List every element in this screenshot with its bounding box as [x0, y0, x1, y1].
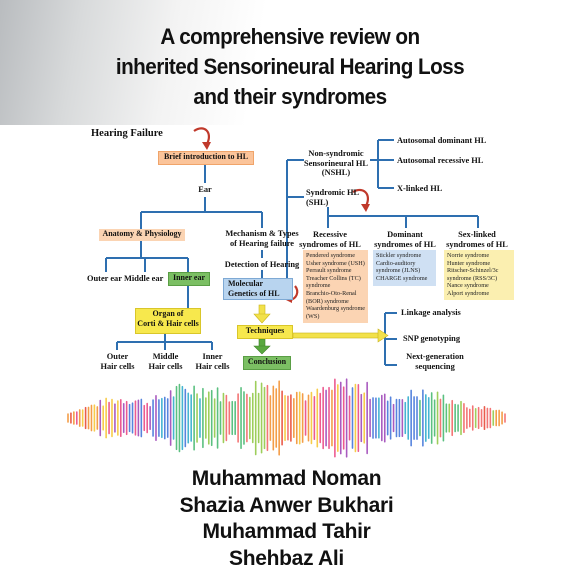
- mechanism-line-1: Mechanism & Types: [225, 229, 299, 238]
- middle-ear-label: Middle ear: [124, 274, 164, 283]
- book-title: A comprehensive review on inherited Sens…: [78, 22, 501, 112]
- list-item: (BOR) syndrome: [306, 297, 349, 305]
- molecular-line-2: Genetics of HL: [228, 289, 280, 298]
- nextgen-line-1: Next-generation: [406, 352, 464, 361]
- hearing-failure-heading: Hearing Failure: [91, 128, 163, 139]
- outer-hair-line-2: Hair cells: [100, 361, 135, 371]
- nshl-line-2: Sensorineural HL: [304, 158, 368, 168]
- list-item: Branchio-Oto-Renal: [306, 289, 357, 297]
- list-item: Waardenburg syndrome: [306, 305, 366, 313]
- linkage-analysis-label: Linkage analysis: [401, 308, 461, 317]
- dominant-line-1: Dominant: [387, 230, 423, 239]
- recessive-syndromes-list: Pendered syndrome Usher syndrome (USH) P…: [303, 250, 368, 323]
- author-list: Muhammad Noman Shazia Anwer Bukhari Muha…: [0, 466, 573, 572]
- dominant-line-2: syndromes of HL: [374, 239, 436, 249]
- dominant-syndromes-list: Stickler syndrome Cardio-auditory syndro…: [373, 250, 436, 286]
- shl-line-2: (SHL): [306, 197, 329, 207]
- detection-label: Detection of Hearing: [224, 260, 300, 269]
- sexlinked-line-1: Sex-linked: [458, 230, 496, 239]
- list-item: Treacher Collins (TC): [306, 274, 361, 282]
- shl-label: Syndromic HL (SHL): [306, 188, 359, 207]
- autosomal-dominant-label: Autosomal dominant HL: [397, 136, 487, 145]
- shl-line-1: Syndromic HL: [306, 188, 360, 197]
- outer-hair-line-1: Outer: [106, 352, 129, 361]
- techniques-box: Techniques: [237, 325, 293, 339]
- inner-hair-cells-label: Inner Hair cells: [190, 352, 235, 371]
- outer-ear-label: Outer ear: [87, 274, 122, 283]
- dominant-heading: Dominant syndromes of HL: [371, 230, 439, 249]
- cover-background-fade: [0, 0, 573, 125]
- list-item: syndrome: [306, 282, 331, 290]
- nextgen-line-2: sequencing: [415, 361, 455, 371]
- molecular-line-1: Molecular: [228, 279, 264, 288]
- sexlinked-heading: Sex-linked syndromes of HL: [441, 230, 513, 249]
- organ-line-1: Organ of: [152, 309, 184, 318]
- molecular-genetics-box: Molecular Genetics of HL: [223, 278, 293, 300]
- recessive-line-1: Recessive: [313, 230, 347, 239]
- sexlinked-line-2: syndromes of HL: [446, 239, 508, 249]
- ear-label: Ear: [198, 185, 212, 194]
- mechanism-label: Mechanism & Types of Hearing failure: [215, 229, 309, 248]
- inner-hair-line-1: Inner: [202, 352, 223, 361]
- nshl-line-3: (NSHL): [321, 168, 351, 177]
- list-item: CHARGE syndrome: [376, 274, 428, 282]
- list-item: Hunter syndrome: [447, 259, 491, 267]
- nshl-line-1: Non-syndromic: [308, 149, 364, 158]
- list-item: Pendered syndrome: [306, 252, 355, 259]
- organ-of-corti-box: Organ of Corti & Hair cells: [135, 308, 201, 334]
- author-name: Muhammad Tahir: [202, 520, 371, 543]
- outer-hair-cells-label: Outer Hair cells: [95, 352, 140, 371]
- author-name: Shehbaz Ali: [229, 546, 344, 570]
- middle-hair-cells-label: Middle Hair cells: [143, 352, 188, 371]
- autosomal-recessive-label: Autosomal recessive HL: [397, 156, 484, 165]
- x-linked-label: X-linked HL: [397, 184, 443, 193]
- title-line-1: A comprehensive review on: [160, 24, 420, 49]
- list-item: syndrome (JLNS): [376, 267, 421, 275]
- list-item: Perrault syndrome: [306, 267, 352, 275]
- list-item: Cardio-auditory: [376, 259, 416, 267]
- anatomy-box: Anatomy & Physiology: [99, 229, 185, 241]
- brief-intro-box: Brief introduction to HL: [158, 151, 254, 165]
- list-item: Norrie syndrome: [447, 252, 490, 259]
- list-item: Nance syndrome: [447, 282, 489, 290]
- inner-hair-line-2: Hair cells: [195, 361, 230, 371]
- title-line-3: and their syndromes: [193, 84, 387, 109]
- organ-line-2: Corti & Hair cells: [137, 319, 199, 328]
- sexlinked-syndromes-list: Norrie syndrome Hunter syndrome Ritscher…: [444, 250, 514, 300]
- middle-hair-line-1: Middle: [152, 352, 179, 361]
- author-name: Shazia Anwer Bukhari: [179, 493, 394, 517]
- list-item: Alport syndrome: [447, 289, 490, 297]
- list-item: Usher syndrome (USH): [306, 259, 365, 267]
- inner-ear-box: Inner ear: [168, 272, 210, 286]
- nshl-label: Non-syndromic Sensorineural HL (NSHL): [300, 149, 372, 178]
- recessive-heading: Recessive syndromes of HL: [296, 230, 364, 249]
- list-item: (WS): [306, 312, 320, 320]
- conclusion-box: Conclusion: [243, 356, 291, 370]
- list-item: syndrome (RSS/3C): [447, 274, 498, 282]
- title-line-2: inherited Sensorineural Hearing Loss: [115, 54, 465, 79]
- list-item: Ritscher-Schinzel/3c: [447, 267, 499, 275]
- recessive-line-2: syndromes of HL: [299, 239, 361, 249]
- list-item: Stickler syndrome: [376, 252, 422, 259]
- middle-hair-line-2: Hair cells: [148, 361, 183, 371]
- author-name: Muhammad Noman: [191, 467, 382, 490]
- next-generation-label: Next-generation sequencing: [395, 352, 475, 371]
- snp-genotyping-label: SNP genotyping: [403, 334, 461, 343]
- mechanism-line-2: of Hearing failure: [229, 238, 295, 248]
